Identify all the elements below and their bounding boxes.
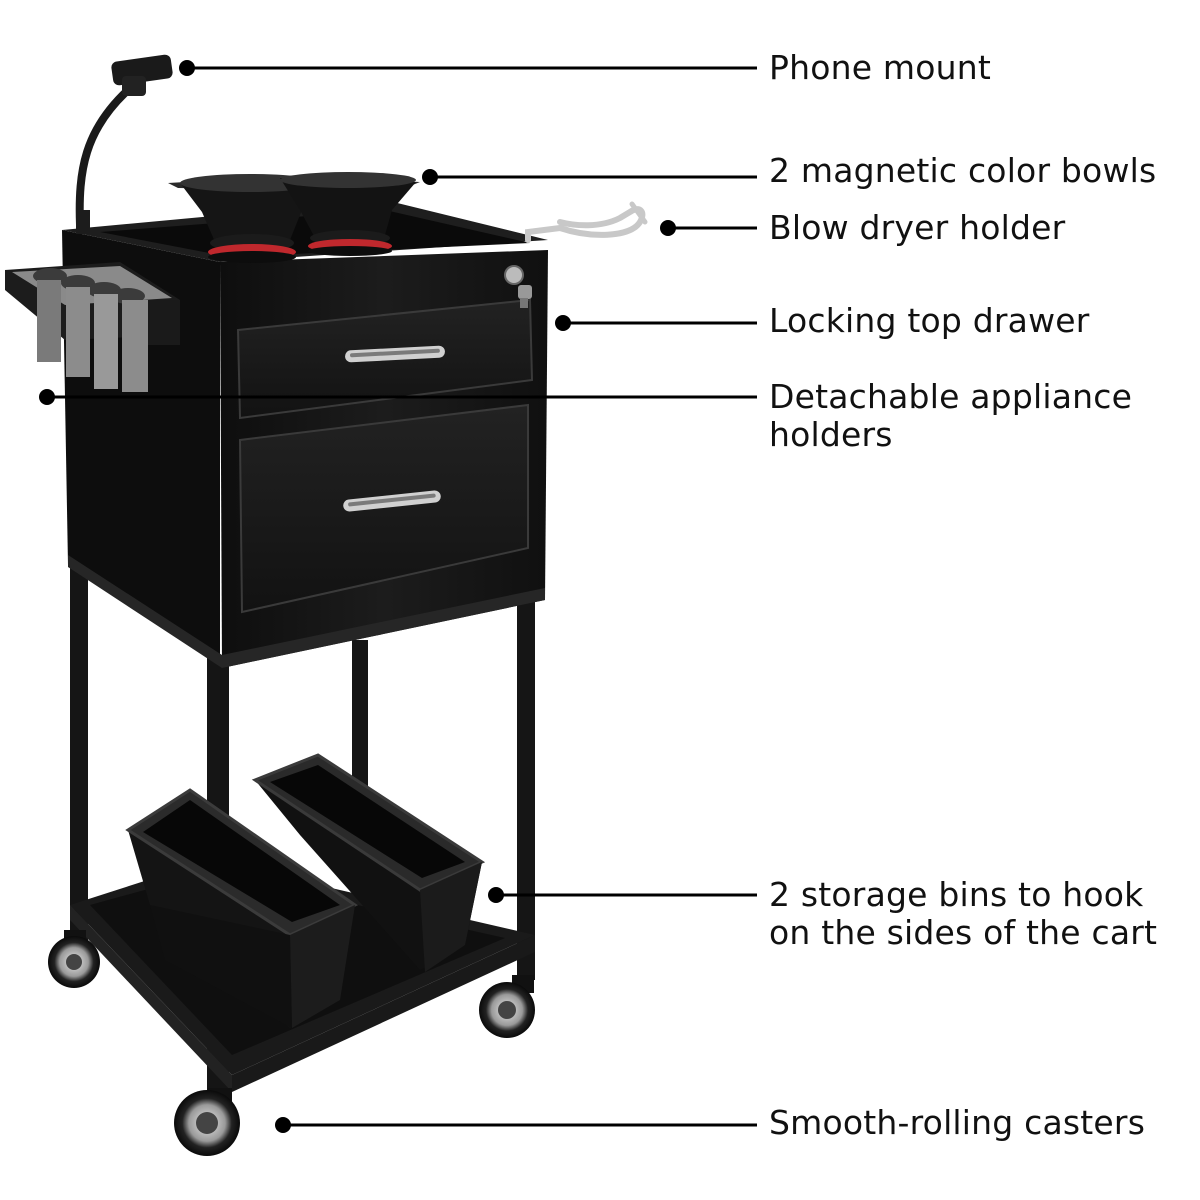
callout-line-locking-drawer xyxy=(555,315,757,331)
callout-line-appliance-holders xyxy=(39,389,757,405)
caster-icon xyxy=(479,975,535,1038)
color-bowls-graphic xyxy=(168,172,420,263)
caster-icon xyxy=(48,930,100,988)
callout-label-casters: Smooth-rolling casters xyxy=(769,1103,1146,1142)
callout-label-storage-bins: 2 storage bins to hook on the sides of t… xyxy=(769,875,1158,952)
callout-lines xyxy=(39,60,757,1133)
caster-icon xyxy=(174,1088,240,1156)
callout-line-phone-mount xyxy=(179,60,757,76)
callout-line-blow-dryer-holder xyxy=(660,220,757,236)
casters xyxy=(48,930,535,1156)
callout-label-phone-mount: Phone mount xyxy=(769,48,992,87)
appliance-holder-graphic xyxy=(5,262,180,392)
callout-label-color-bowls: 2 magnetic color bowls xyxy=(769,151,1157,190)
phone-mount-graphic xyxy=(75,54,173,234)
callout-line-storage-bins xyxy=(488,887,757,903)
cart-photo xyxy=(5,54,648,1156)
callout-label-appliance-holders: Detachable appliance holders xyxy=(769,377,1133,454)
storage-bins-graphic xyxy=(125,753,486,1028)
top-drawer[interactable] xyxy=(236,298,534,420)
callout-line-color-bowls xyxy=(422,169,757,185)
drawers[interactable] xyxy=(236,265,534,614)
callout-label-locking-drawer: Locking top drawer xyxy=(769,301,1090,340)
bottom-drawer[interactable] xyxy=(238,403,529,614)
callout-label-blow-dryer-holder: Blow dryer holder xyxy=(769,208,1066,247)
blow-dryer-holder-graphic xyxy=(525,201,648,243)
callout-line-casters xyxy=(275,1117,757,1133)
drawer-lock-icon[interactable] xyxy=(504,265,532,308)
